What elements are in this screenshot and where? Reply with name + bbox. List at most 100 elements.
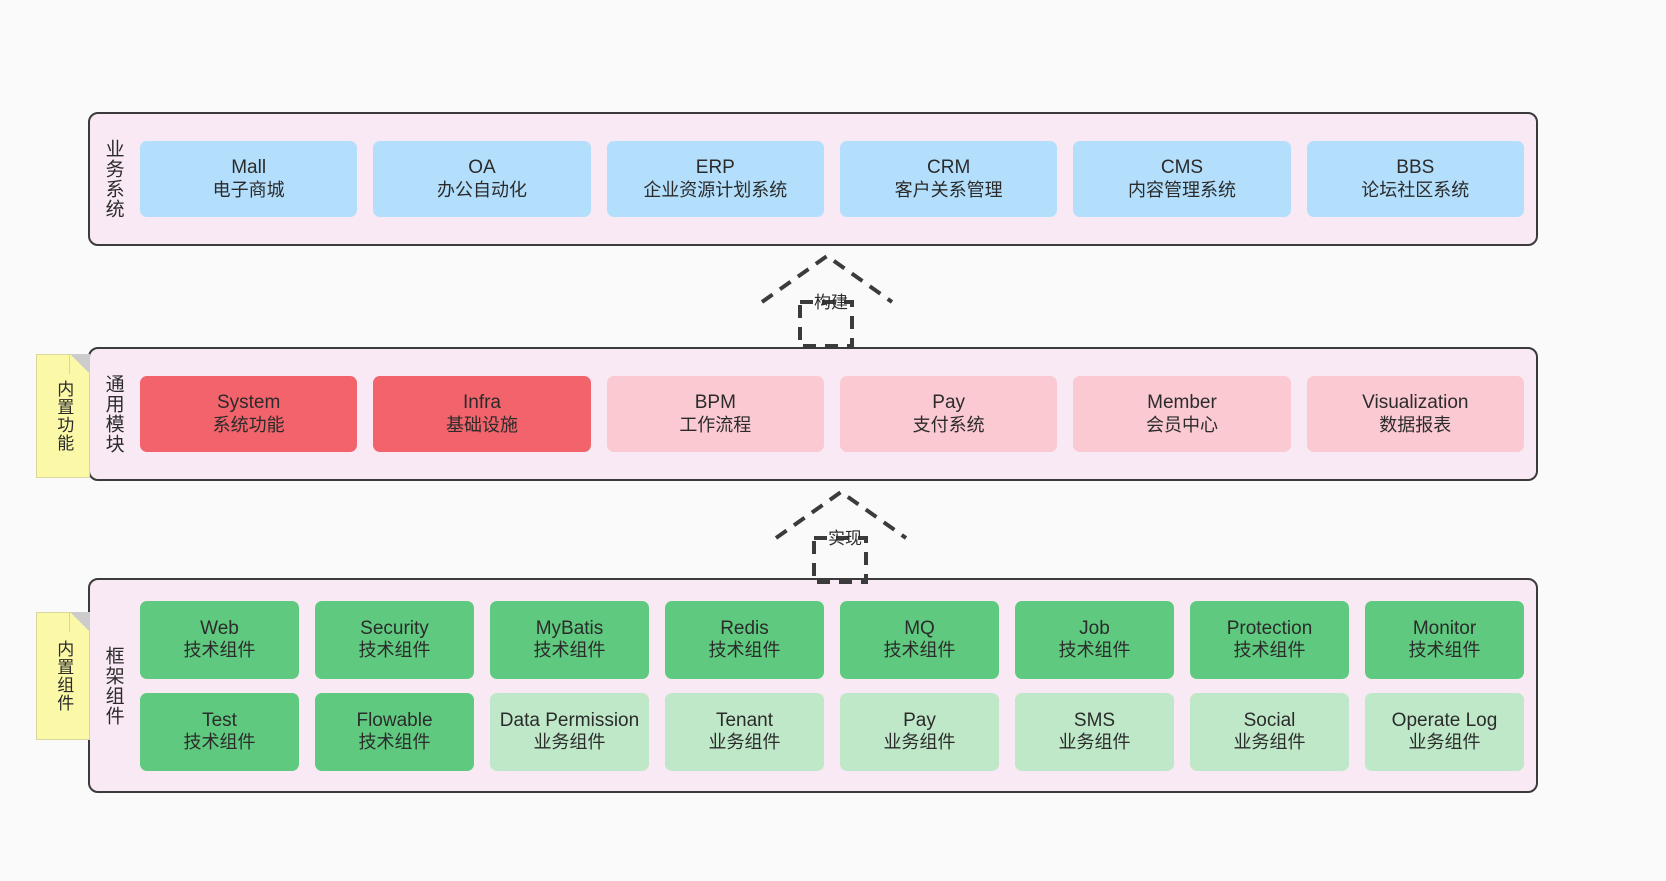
node-subtitle: 技术组件 [1408,640,1481,661]
layer-title-modules: 通用模块 [102,374,124,454]
node-subtitle: 技术组件 [883,640,956,661]
node-subtitle: 业务组件 [1058,732,1131,753]
node-tenant[interactable]: Tenant 业务组件 [665,692,824,771]
node-subtitle: 系统功能 [212,414,285,435]
layer-body-business: Mall 电子商城 OA 办公自动化 ERP 企业资源计划系统 CRM 客户关系… [136,114,1536,244]
note-builtin-functions: 内置功能 [36,354,90,478]
node-title: MyBatis [535,617,604,639]
node-subtitle: 业务组件 [533,732,606,753]
node-web[interactable]: Web 技术组件 [140,600,299,679]
node-erp[interactable]: ERP 企业资源计划系统 [606,141,824,217]
node-subtitle: 业务组件 [1233,732,1306,753]
node-title: Protection [1226,617,1313,639]
node-subtitle: 内容管理系统 [1127,179,1236,200]
node-monitor[interactable]: Monitor 技术组件 [1365,600,1524,679]
node-sms[interactable]: SMS 业务组件 [1015,692,1174,771]
note-label: 内置功能 [54,380,74,452]
node-pay-component[interactable]: Pay 业务组件 [840,692,999,771]
node-title: BPM [694,392,736,414]
node-social[interactable]: Social 业务组件 [1190,692,1349,771]
generalization-arrow-icon [760,253,894,348]
node-member[interactable]: Member 会员中心 [1073,376,1291,452]
node-visualization[interactable]: Visualization 数据报表 [1306,376,1524,452]
generalization-arrow-icon [774,489,908,584]
node-subtitle: 企业资源计划系统 [643,179,788,200]
node-subtitle: 工作流程 [679,414,752,435]
node-job[interactable]: Job 技术组件 [1015,600,1174,679]
node-subtitle: 支付系统 [912,414,985,435]
node-mq[interactable]: MQ 技术组件 [840,600,999,679]
node-title: Job [1079,617,1110,639]
node-redis[interactable]: Redis 技术组件 [665,600,824,679]
layer-title-business: 业务系统 [102,139,124,219]
node-title: CMS [1160,157,1204,179]
node-subtitle: 技术组件 [1058,640,1131,661]
node-test[interactable]: Test 技术组件 [140,692,299,771]
node-data-permission[interactable]: Data Permission 业务组件 [490,692,649,771]
node-title: Flowable [356,709,433,731]
node-cms[interactable]: CMS 内容管理系统 [1073,141,1291,217]
node-operate-log[interactable]: Operate Log 业务组件 [1365,692,1524,771]
node-subtitle: 业务组件 [883,732,956,753]
node-subtitle: 数据报表 [1379,414,1452,435]
layer-body-modules: System 系统功能 Infra 基础设施 BPM 工作流程 Pay 支付系统… [136,349,1536,479]
node-mybatis[interactable]: MyBatis 技术组件 [490,600,649,679]
node-title: Visualization [1362,392,1469,414]
node-title: ERP [695,157,735,179]
node-protection[interactable]: Protection 技术组件 [1190,600,1349,679]
node-crm[interactable]: CRM 客户关系管理 [839,141,1058,217]
node-subtitle: 业务组件 [708,732,781,753]
node-title: Monitor [1412,617,1477,639]
node-security[interactable]: Security 技术组件 [315,600,474,679]
connector-build: 构建 [752,250,932,350]
node-title: CRM [927,157,971,179]
node-subtitle: 论坛社区系统 [1361,179,1470,200]
node-subtitle: 基础设施 [445,414,518,435]
node-pay-module[interactable]: Pay 支付系统 [839,376,1058,452]
node-title: Mall [231,157,267,179]
node-title: Operate Log [1391,709,1498,731]
business-node-row: Mall 电子商城 OA 办公自动化 ERP 企业资源计划系统 CRM 客户关系… [140,141,1524,217]
modules-node-row: System 系统功能 Infra 基础设施 BPM 工作流程 Pay 支付系统… [140,376,1524,452]
note-label: 内置组件 [54,640,74,712]
node-bbs[interactable]: BBS 论坛社区系统 [1306,141,1524,217]
node-subtitle: 技术组件 [533,640,606,661]
layer-business-systems: 业务系统 Mall 电子商城 OA 办公自动化 ERP 企业资源计划系统 CRM [88,112,1538,246]
node-title: Tenant [715,709,774,731]
node-infra[interactable]: Infra 基础设施 [373,376,591,452]
node-title: Pay [932,392,966,414]
node-title: OA [468,157,496,179]
connector-implement: 实现 [766,486,946,586]
layer-body-framework: Web 技术组件 Security 技术组件 MyBatis 技术组件 Redi… [136,580,1536,791]
node-title: SMS [1073,709,1116,731]
node-oa[interactable]: OA 办公自动化 [373,141,591,217]
framework-tech-row: Web 技术组件 Security 技术组件 MyBatis 技术组件 Redi… [140,600,1524,679]
node-subtitle: 技术组件 [708,640,781,661]
connector-implement-label: 实现 [828,529,862,548]
node-subtitle: 技术组件 [358,732,431,753]
note-builtin-components: 内置组件 [36,612,90,740]
node-subtitle: 技术组件 [1233,640,1306,661]
node-title: Data Permission [499,709,640,731]
connector-build-label: 构建 [814,293,848,312]
layer-title-framework: 框架组件 [102,645,124,726]
node-subtitle: 业务组件 [1408,732,1481,753]
node-bpm[interactable]: BPM 工作流程 [606,376,824,452]
framework-business-row: Test 技术组件 Flowable 技术组件 Data Permission … [140,692,1524,771]
node-subtitle: 办公自动化 [436,179,527,200]
node-flowable[interactable]: Flowable 技术组件 [315,692,474,771]
node-title: Infra [462,392,501,414]
node-title: Test [202,709,237,731]
node-mall[interactable]: Mall 电子商城 [140,141,358,217]
node-subtitle: 技术组件 [183,732,256,753]
node-title: BBS [1396,157,1435,179]
node-system[interactable]: System 系统功能 [140,376,358,452]
node-title: Redis [720,617,769,639]
layer-framework-components: 框架组件 Web 技术组件 Security 技术组件 MyBatis 技术组件… [88,578,1538,793]
node-subtitle: 客户关系管理 [894,179,1003,200]
node-title: Pay [903,709,936,731]
node-subtitle: 电子商城 [212,179,285,200]
node-subtitle: 技术组件 [358,640,431,661]
node-title: Social [1243,709,1296,731]
